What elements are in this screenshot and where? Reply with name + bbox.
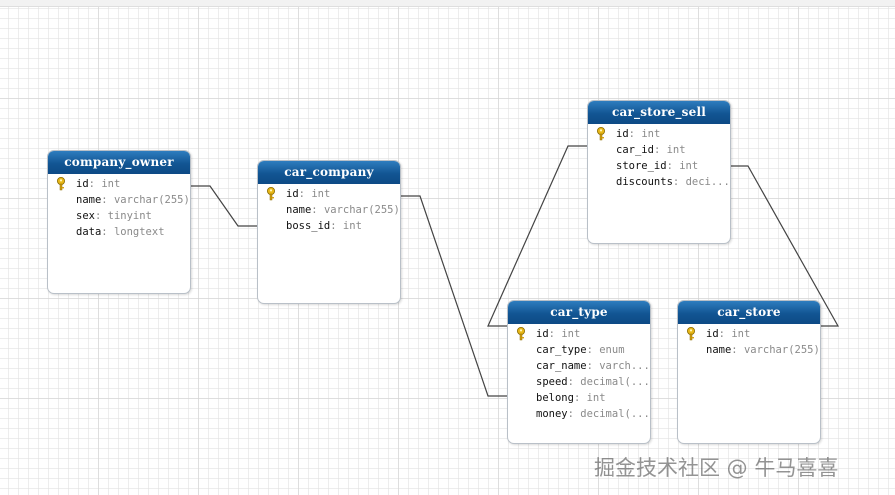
field-separator: : <box>101 194 114 206</box>
field-type: int <box>679 160 699 172</box>
field-name: id <box>286 188 299 200</box>
field-name: id <box>616 128 629 140</box>
field-separator: : <box>311 204 324 216</box>
field-name: sex <box>76 210 95 222</box>
table-title[interactable]: car_store <box>678 301 820 324</box>
table-car-type[interactable]: car_type id: int car_type: enum car_name… <box>507 300 651 444</box>
field-row[interactable]: name: varchar(255) <box>48 192 190 208</box>
field-name: belong <box>536 392 574 404</box>
watermark-text: 掘金技术社区 @ 牛马喜喜 <box>594 456 839 480</box>
field-row[interactable]: money: decimal(... <box>508 406 650 422</box>
field-name: data <box>76 226 102 238</box>
field-separator: : <box>666 160 680 172</box>
table-title[interactable]: company_owner <box>48 151 190 174</box>
table-title[interactable]: car_type <box>508 301 650 324</box>
field-type: varch... <box>599 360 650 372</box>
field-row[interactable]: id: int <box>508 326 650 342</box>
field-name: car_name <box>536 360 587 372</box>
field-name: money <box>536 408 568 420</box>
field-type: varchar(255) <box>113 194 190 206</box>
field-type: enum <box>599 344 625 356</box>
field-name: name <box>706 344 732 356</box>
table-title[interactable]: car_store_sell <box>588 101 730 124</box>
relation-car-store-sell-to-car-type[interactable] <box>487 145 587 327</box>
field-row[interactable]: store_id: int <box>588 158 730 174</box>
primary-key-icon <box>517 327 525 341</box>
field-name: id <box>706 328 719 340</box>
field-separator: : <box>718 328 732 340</box>
field-separator: : <box>94 210 108 222</box>
field-type: decimal(... <box>580 376 650 388</box>
field-separator: : <box>653 144 667 156</box>
field-type: int <box>586 392 606 404</box>
field-name: car_id <box>616 144 654 156</box>
field-row[interactable]: name: varchar(255) <box>258 202 400 218</box>
field-separator: : <box>567 408 581 420</box>
field-name: name <box>76 194 102 206</box>
field-type: tinyint <box>107 210 152 222</box>
field-type: longtext <box>113 226 165 238</box>
field-row[interactable]: discounts: deci... <box>588 174 730 190</box>
field-separator: : <box>628 128 642 140</box>
primary-key-icon <box>687 327 695 341</box>
field-row[interactable]: speed: decimal(... <box>508 374 650 390</box>
top-toolbar-strip <box>0 0 895 7</box>
field-row[interactable]: id: int <box>258 186 400 202</box>
table-car-store-sell[interactable]: car_store_sell id: int car_id: int store… <box>587 100 731 244</box>
relation-car-store-sell-to-car-store[interactable] <box>730 165 840 327</box>
field-name: speed <box>536 376 568 388</box>
field-separator: : <box>298 188 312 200</box>
table-title[interactable]: car_company <box>258 161 400 184</box>
field-name: boss_id <box>286 220 331 232</box>
field-type: deci... <box>685 176 730 188</box>
field-row[interactable]: belong: int <box>508 390 650 406</box>
field-name: car_type <box>536 344 587 356</box>
relation-company-owner-to-car-company[interactable] <box>190 185 257 227</box>
field-type: int <box>342 220 362 232</box>
field-row[interactable]: sex: tinyint <box>48 208 190 224</box>
field-separator: : <box>586 360 600 372</box>
field-separator: : <box>101 226 114 238</box>
field-name: id <box>536 328 549 340</box>
field-row[interactable]: id: int <box>678 326 820 342</box>
field-row[interactable]: car_type: enum <box>508 342 650 358</box>
field-name: discounts <box>616 176 673 188</box>
table-car-company[interactable]: car_company id: int name: varchar(255) b… <box>257 160 401 304</box>
field-separator: : <box>548 328 562 340</box>
field-row[interactable]: id: int <box>588 126 730 142</box>
field-separator: : <box>672 176 686 188</box>
field-row[interactable]: data: longtext <box>48 224 190 240</box>
field-name: store_id <box>616 160 667 172</box>
table-company-owner[interactable]: company_owner id: int name: varchar(255)… <box>47 150 191 294</box>
field-type: int <box>101 178 121 190</box>
relation-car-company-to-car-type[interactable] <box>400 195 507 397</box>
primary-key-icon <box>597 127 605 141</box>
field-separator: : <box>330 220 343 232</box>
field-type: decimal(... <box>580 408 650 420</box>
field-type: int <box>666 144 686 156</box>
field-row[interactable]: id: int <box>48 176 190 192</box>
field-separator: : <box>731 344 744 356</box>
table-car-store[interactable]: car_store id: int name: varchar(255) <box>677 300 821 444</box>
field-type: varchar(255) <box>743 344 820 356</box>
field-separator: : <box>573 392 587 404</box>
field-type: int <box>731 328 751 340</box>
field-row[interactable]: boss_id: int <box>258 218 400 234</box>
primary-key-icon <box>57 177 65 191</box>
field-separator: : <box>567 376 581 388</box>
field-type: varchar(255) <box>323 204 400 216</box>
field-type: int <box>561 328 581 340</box>
field-type: int <box>311 188 331 200</box>
field-name: id <box>76 178 89 190</box>
field-name: name <box>286 204 312 216</box>
field-row[interactable]: name: varchar(255) <box>678 342 820 358</box>
field-separator: : <box>88 178 102 190</box>
field-row[interactable]: car_name: varch... <box>508 358 650 374</box>
field-separator: : <box>586 344 600 356</box>
field-row[interactable]: car_id: int <box>588 142 730 158</box>
primary-key-icon <box>267 187 275 201</box>
field-type: int <box>641 128 661 140</box>
